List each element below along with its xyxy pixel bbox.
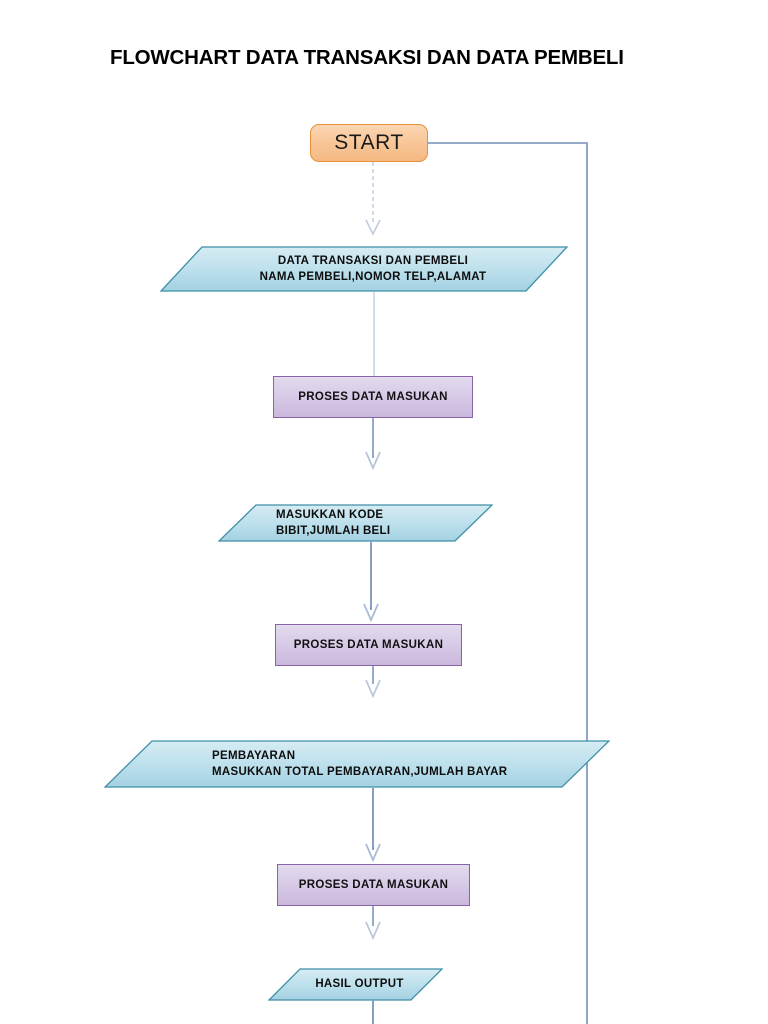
connector-input2-to-proses2: [355, 542, 389, 626]
node-proses-1-label: PROSES DATA MASUKAN: [298, 391, 448, 403]
connector-input3-to-proses3: [357, 788, 391, 866]
node-proses-3[interactable]: PROSES DATA MASUKAN: [277, 864, 470, 906]
page-title: FLOWCHART DATA TRANSAKSI DAN DATA PEMBEL…: [110, 46, 624, 69]
node-proses-3-label: PROSES DATA MASUKAN: [298, 879, 449, 891]
connector-output-downward: [357, 1000, 391, 1024]
parallelogram-shape: [104, 740, 610, 788]
connector-proses3-to-output: [357, 906, 391, 970]
node-start-label: START: [334, 131, 404, 154]
parallelogram-shape: [268, 968, 443, 1001]
node-proses-2[interactable]: PROSES DATA MASUKAN: [275, 624, 462, 666]
node-start[interactable]: START: [310, 124, 428, 162]
node-proses-2-label: PROSES DATA MASUKAN: [293, 639, 444, 651]
node-input-pembayaran[interactable]: PEMBAYARAN MASUKKAN TOTAL PEMBAYARAN,JUM…: [104, 740, 610, 788]
node-input-data-transaksi[interactable]: DATA TRANSAKSI DAN PEMBELI NAMA PEMBELI,…: [160, 246, 568, 292]
node-proses-1[interactable]: PROSES DATA MASUKAN: [273, 376, 473, 418]
connector-input1-to-proses1: [357, 292, 391, 378]
parallelogram-shape: [218, 504, 493, 542]
connector-proses1-to-input2: [357, 418, 391, 506]
node-output-hasil[interactable]: HASIL OUTPUT: [268, 968, 443, 1001]
connector-proses2-to-input3: [357, 666, 391, 744]
node-input-kode-bibit[interactable]: MASUKKAN KODE BIBIT,JUMLAH BELI: [218, 504, 493, 542]
parallelogram-shape: [160, 246, 568, 292]
connector-start-to-input1: [356, 162, 390, 248]
